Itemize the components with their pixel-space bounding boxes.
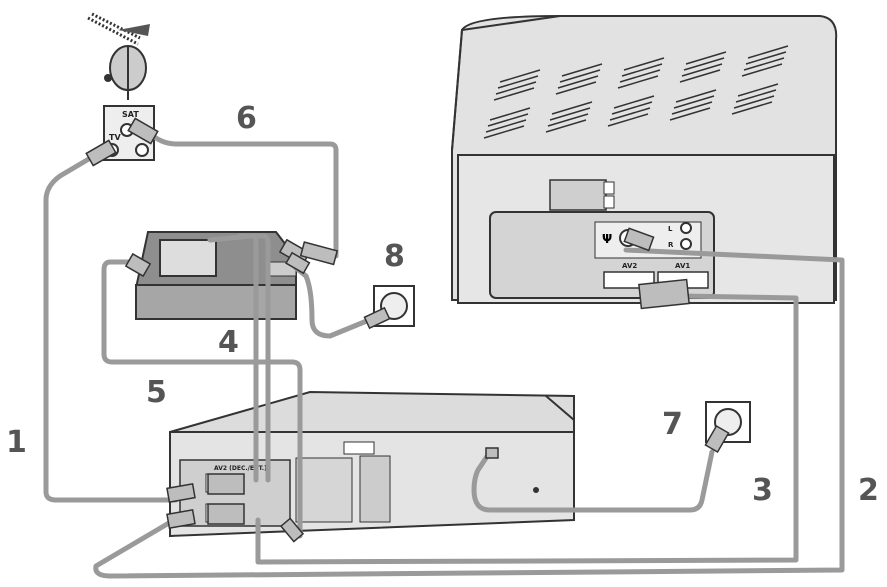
satellite-receiver [134,231,297,320]
tv-av1-label: AV1 [675,262,690,270]
callout-7: 7 [662,407,683,442]
wall-socket-8 [373,285,415,327]
plugs [85,117,730,543]
cable-4b [237,233,271,483]
vcr-av-label: AV2 (DEC./EXT.) [214,465,267,472]
cable-5 [101,259,303,539]
cable-6 [143,127,339,259]
receiver-scart [159,239,217,277]
cable-1 [43,147,179,503]
tv-r-label: R [668,241,674,249]
tv-vents [483,45,789,139]
cables [43,127,845,579]
cable-8 [293,265,377,339]
tv-l-label: L [668,225,673,233]
callout-3: 3 [752,473,773,508]
callout-4: 4 [218,325,239,360]
callout-6: 6 [236,101,257,136]
cable-3 [255,293,799,565]
cable-7 [471,449,715,513]
sat-label: SAT [122,110,139,119]
cable-2 [93,247,845,579]
callout-5: 5 [146,375,167,410]
tv-handle-slot [549,179,607,211]
tv-label: TV [109,133,121,142]
callout-1: 1 [6,425,27,460]
satellite-dish [87,12,150,100]
callout-2: 2 [858,473,879,508]
tv-av2-label: AV2 [622,262,637,270]
television: L R Ψ AV2 AV1 [451,15,838,304]
callout-8: 8 [384,239,405,274]
antenna-symbol-icon: Ψ [602,232,612,246]
